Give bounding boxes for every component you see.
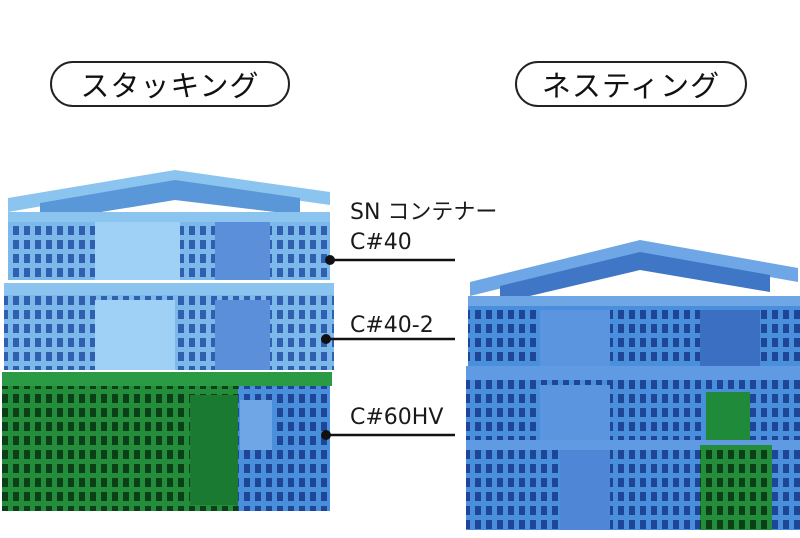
- stacked-crates: [2, 170, 334, 511]
- crate-c40-rim: [8, 170, 330, 212]
- callout-c60hv: C#60HV: [350, 405, 444, 430]
- callout-c40: C#40: [350, 230, 412, 255]
- stacking-heading-text: スタッキング: [80, 69, 260, 103]
- nesting-heading-text: ネスティング: [541, 69, 721, 103]
- callout-sn-container: SN コンテナー: [350, 200, 498, 225]
- stacking-heading: スタッキング: [50, 61, 290, 107]
- nesting-heading: ネスティング: [515, 61, 747, 107]
- callout-c40-2: C#40-2: [350, 313, 434, 338]
- nested-crates: [466, 240, 800, 530]
- leader-lines: [321, 255, 455, 440]
